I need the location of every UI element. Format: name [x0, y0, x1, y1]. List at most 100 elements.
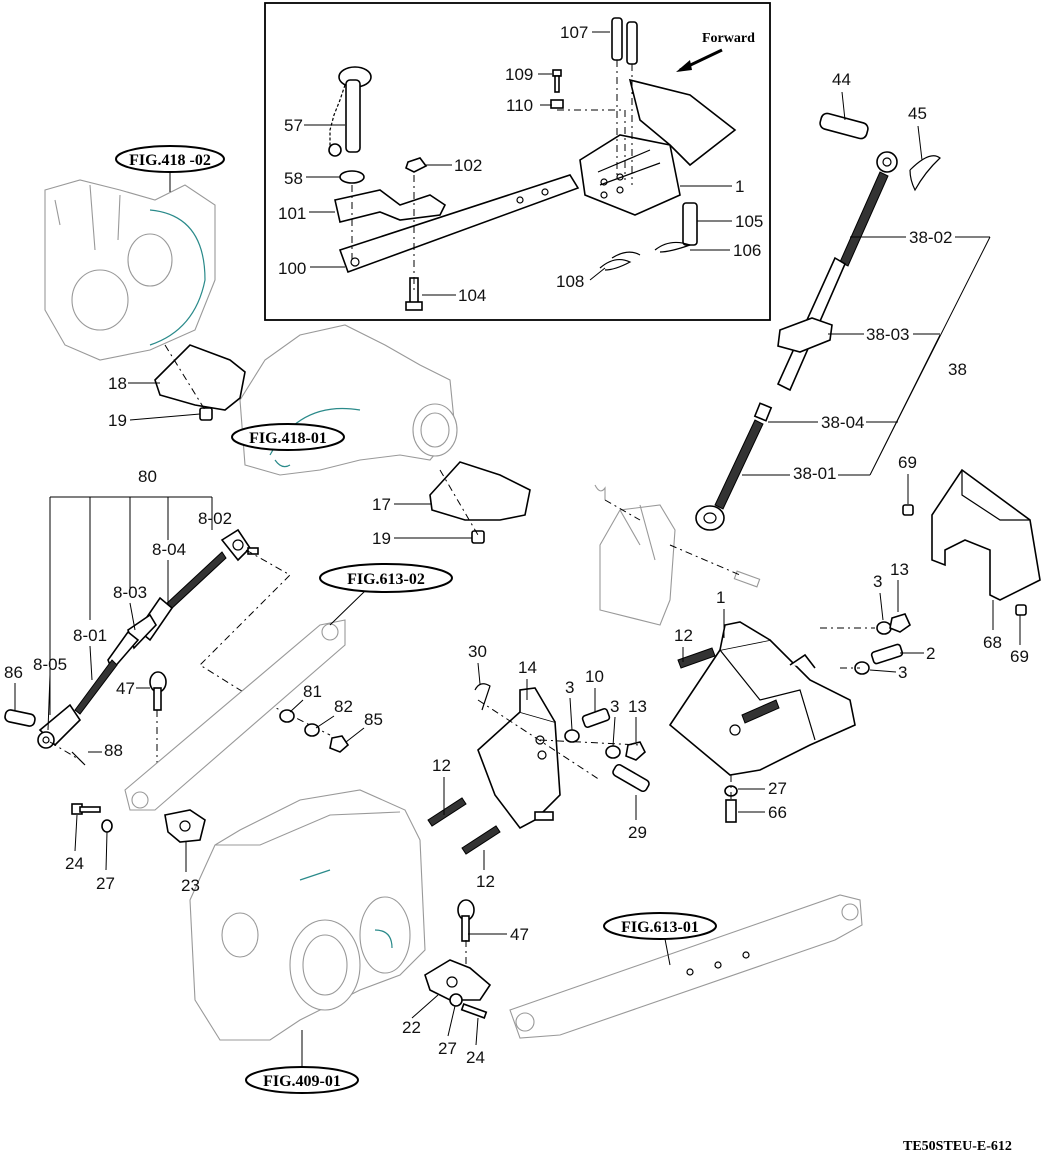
bolt-10-icon: [581, 707, 611, 729]
forward-label: Forward: [702, 31, 755, 46]
washer-3-lower-right-icon: [854, 661, 870, 675]
fig-ref-418-02[interactable]: FIG.418 -02: [115, 145, 225, 192]
callout-22: 22: [402, 1018, 421, 1037]
callout-27-lower: 27: [438, 1039, 457, 1058]
washer-58-icon: [339, 170, 365, 184]
callout-107: 107: [560, 23, 588, 42]
pin-29-icon: [612, 763, 650, 793]
callout-3-upper-right: 3: [873, 572, 882, 591]
fig-ref-613-02[interactable]: FIG.613-02: [319, 563, 453, 626]
callout-82: 82: [334, 697, 353, 716]
fig-ref-409-01[interactable]: FIG.409-01: [245, 1030, 359, 1094]
pin-105-icon: [682, 202, 698, 246]
bolt-66-icon: [725, 799, 737, 823]
callout-19-upper: 19: [108, 411, 127, 430]
housing-418-02-drawing: [44, 179, 216, 361]
hitch-bracket-inset-icon: [579, 78, 737, 216]
callout-27-left: 27: [96, 874, 115, 893]
nut-102-icon: [405, 157, 428, 173]
washer-82-icon: [304, 723, 320, 737]
callout-18: 18: [108, 374, 127, 393]
bracket-14-icon: [477, 687, 561, 830]
callout-38-02: 38-02: [909, 228, 952, 247]
callout-24-left: 24: [65, 854, 84, 873]
clip-30-icon: [474, 683, 491, 711]
callout-1-inset: 1: [735, 177, 744, 196]
callout-88: 88: [104, 741, 123, 760]
callout-8-03: 8-03: [113, 583, 147, 602]
drawbar-100-icon: [338, 174, 580, 274]
fig-ref-418-01[interactable]: FIG.418-01: [231, 423, 345, 451]
callout-100: 100: [278, 259, 306, 278]
callout-38-04: 38-04: [821, 413, 864, 432]
callout-38: 38: [948, 360, 967, 379]
callout-108: 108: [556, 272, 584, 291]
bolt-2-icon: [870, 643, 904, 665]
nut-13-right-icon: [889, 613, 912, 633]
drawbar-inset: Forward: [264, 2, 771, 321]
washer-3-right-icon: [605, 745, 621, 759]
callout-109: 109: [505, 65, 533, 84]
callout-29: 29: [628, 823, 647, 842]
nut-13-mid-icon: [625, 741, 646, 761]
callout-38-01: 38-01: [793, 464, 836, 483]
fig-ref-409-01-label: FIG.409-01: [263, 1073, 341, 1090]
ghost-bracket-drawing: [594, 484, 761, 626]
washer-27-lower-icon: [449, 993, 463, 1007]
stud-12-lower-mid-icon: [461, 825, 501, 855]
plate-17-icon: [429, 461, 531, 521]
callout-102: 102: [454, 156, 482, 175]
lower-link-613-02-drawing: [124, 619, 346, 811]
callout-58: 58: [284, 169, 303, 188]
callout-27-right: 27: [768, 779, 787, 798]
hitch-bracket-1-icon: [668, 621, 856, 776]
callout-10: 10: [585, 667, 604, 686]
bolt-69-upper-icon: [902, 504, 914, 516]
callout-101: 101: [278, 204, 306, 223]
fig-ref-613-01[interactable]: FIG.613-01: [603, 912, 717, 966]
drawing-code: TE50STEU-E-612: [903, 1139, 1012, 1154]
callout-81: 81: [303, 682, 322, 701]
bolt-24-lower-icon: [460, 1003, 488, 1019]
nut-85-icon: [329, 735, 350, 753]
fig-ref-418-02-label: FIG.418 -02: [129, 152, 211, 169]
bolt-19-lower-icon: [471, 530, 485, 544]
callout-104: 104: [458, 286, 486, 305]
callout-3-mid: 3: [565, 678, 574, 697]
bolt-19-upper-icon: [199, 407, 213, 421]
washer-81-icon: [279, 709, 295, 723]
washer-27-left-icon: [101, 819, 113, 833]
callout-8-05: 8-05: [33, 655, 67, 674]
pin-47-lower-icon: [457, 899, 475, 942]
callout-17: 17: [372, 495, 391, 514]
callout-24-lower: 24: [466, 1048, 485, 1067]
forward-arrow-icon: [676, 48, 723, 72]
callout-3-right: 3: [610, 697, 619, 716]
callout-106: 106: [733, 241, 761, 260]
callout-47-upper: 47: [116, 679, 135, 698]
lift-rod-assembly: [4, 496, 331, 766]
clip-108-icon: [599, 251, 641, 271]
stud-12-right-lower-icon: [741, 699, 780, 724]
callout-1-right: 1: [716, 588, 725, 607]
callout-110: 110: [506, 96, 533, 115]
housing-409-01-drawing: [189, 789, 426, 1041]
fig-ref-613-01-label: FIG.613-01: [621, 919, 699, 936]
bolt-24-left-icon: [71, 803, 101, 815]
callout-13-mid: 13: [628, 697, 647, 716]
callout-19-lower: 19: [372, 529, 391, 548]
bracket-22-icon: [424, 959, 492, 1001]
callout-12-upper-mid: 12: [432, 756, 451, 775]
bolt-69-lower-icon: [1015, 604, 1027, 616]
washer-3-mid-icon: [564, 729, 580, 743]
callout-8-02: 8-02: [198, 509, 232, 528]
callout-105: 105: [735, 212, 763, 231]
plate-101-icon: [334, 189, 447, 223]
callout-12-right: 12: [674, 626, 693, 645]
top-link-assembly: [695, 112, 991, 531]
callout-85: 85: [364, 710, 383, 729]
callout-47-lower: 47: [510, 925, 529, 944]
callout-44: 44: [832, 70, 851, 89]
callout-3-lower-right: 3: [898, 663, 907, 682]
